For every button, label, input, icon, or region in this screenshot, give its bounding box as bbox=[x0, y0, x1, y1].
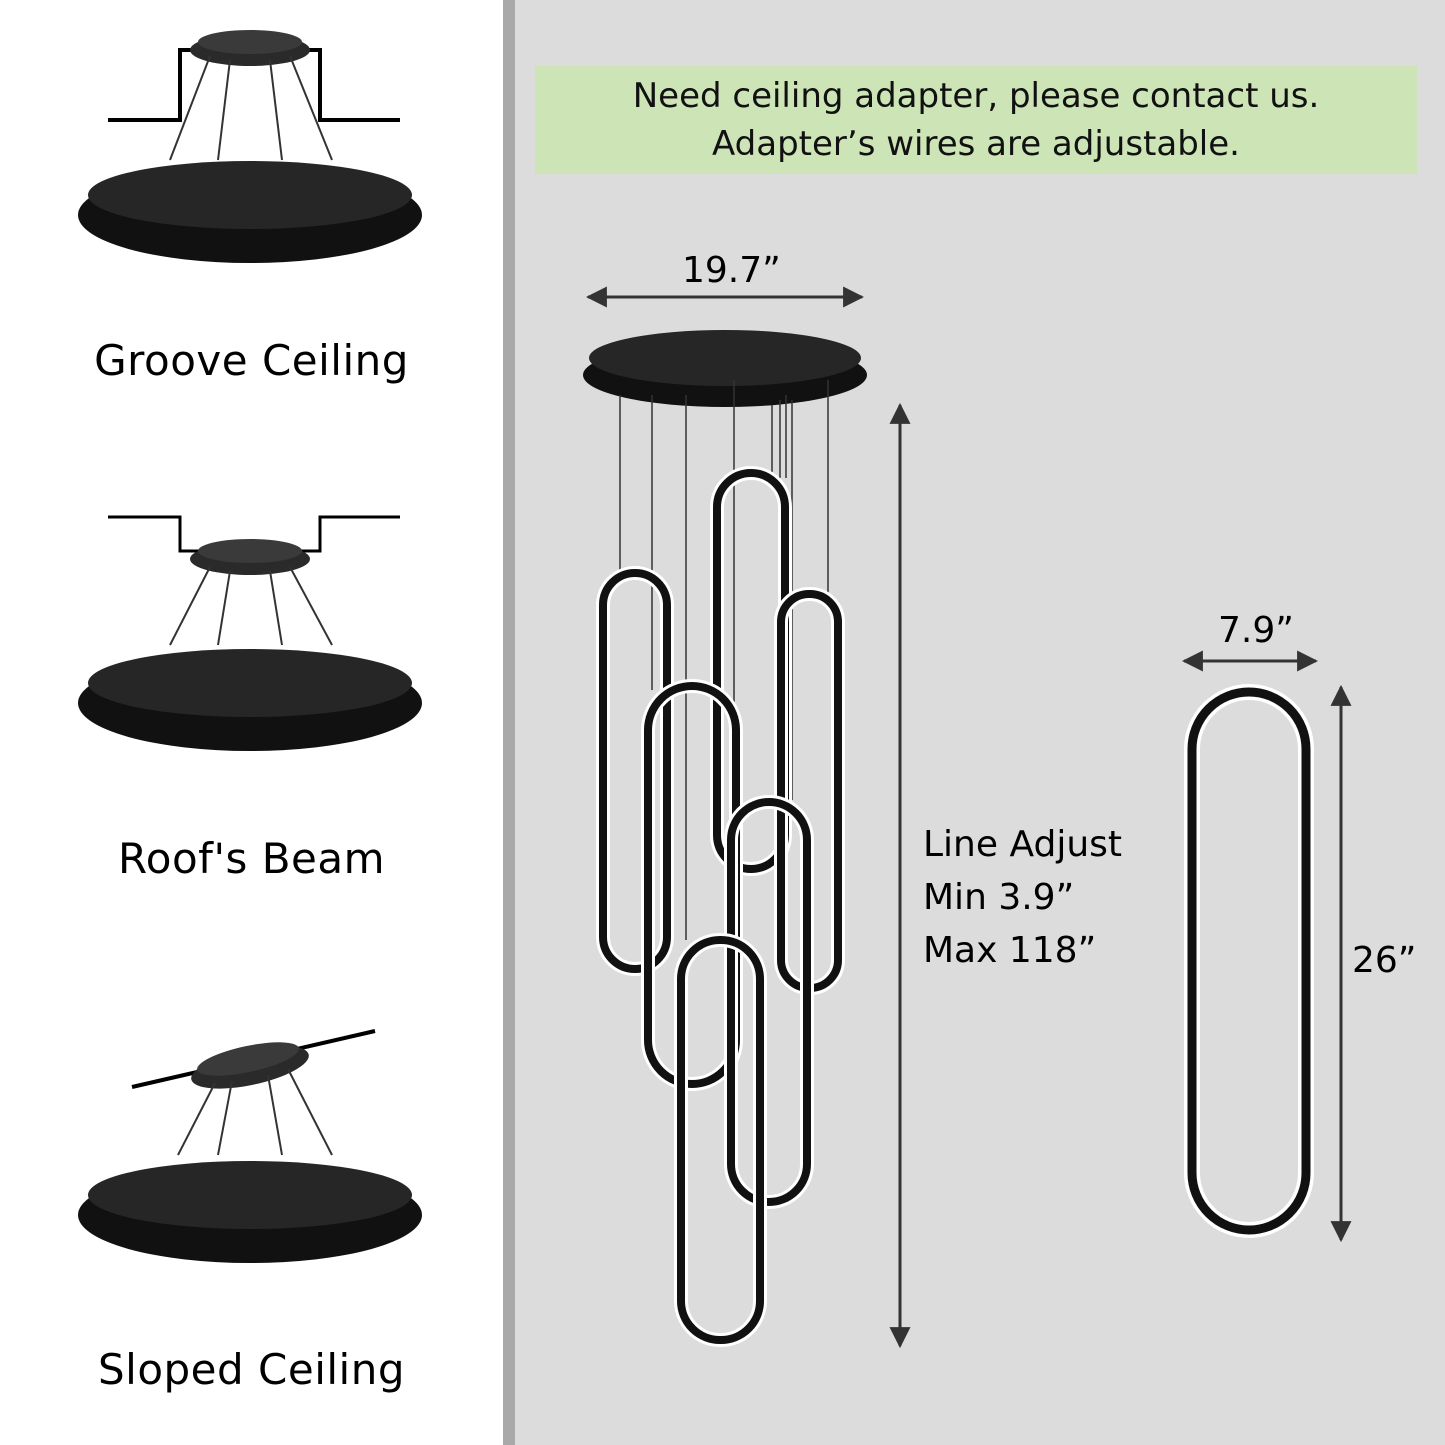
groove-ceiling-illustration bbox=[78, 30, 422, 263]
notice-line-2: Adapter’s wires are adjustable. bbox=[712, 124, 1240, 164]
ring-5 bbox=[724, 795, 814, 1209]
suspension-wires bbox=[619, 380, 829, 940]
line-adjust-max: Max 118” bbox=[923, 930, 1097, 971]
ceiling-adapter-notice: Need ceiling adapter, please contact us.… bbox=[535, 66, 1417, 174]
canopy-width-label: 19.7” bbox=[682, 250, 781, 291]
pendant-rings bbox=[596, 466, 845, 1347]
panel-divider bbox=[503, 0, 515, 1445]
ring-1 bbox=[596, 566, 674, 976]
single-ring-detail bbox=[1184, 684, 1314, 1238]
ring-height-label: 26” bbox=[1352, 940, 1417, 981]
ring-width-label: 7.9” bbox=[1218, 610, 1294, 651]
roofs-beam-illustration bbox=[78, 515, 422, 751]
line-adjust-min: Min 3.9” bbox=[923, 877, 1075, 918]
mount-label-sloped-ceiling: Sloped Ceiling bbox=[98, 1345, 405, 1394]
mount-label-roofs-beam: Roof's Beam bbox=[117, 834, 386, 883]
notice-line-1: Need ceiling adapter, please contact us. bbox=[632, 76, 1320, 116]
canopy-plate bbox=[583, 330, 867, 407]
line-adjust-title: Line Adjust bbox=[923, 824, 1123, 865]
sloped-ceiling-illustration bbox=[78, 1029, 422, 1263]
line-adjust-label: Line Adjust Min 3.9” Max 118” bbox=[923, 818, 1122, 977]
ring-6 bbox=[674, 933, 767, 1347]
mount-label-groove-ceiling: Groove Ceiling bbox=[94, 336, 409, 385]
